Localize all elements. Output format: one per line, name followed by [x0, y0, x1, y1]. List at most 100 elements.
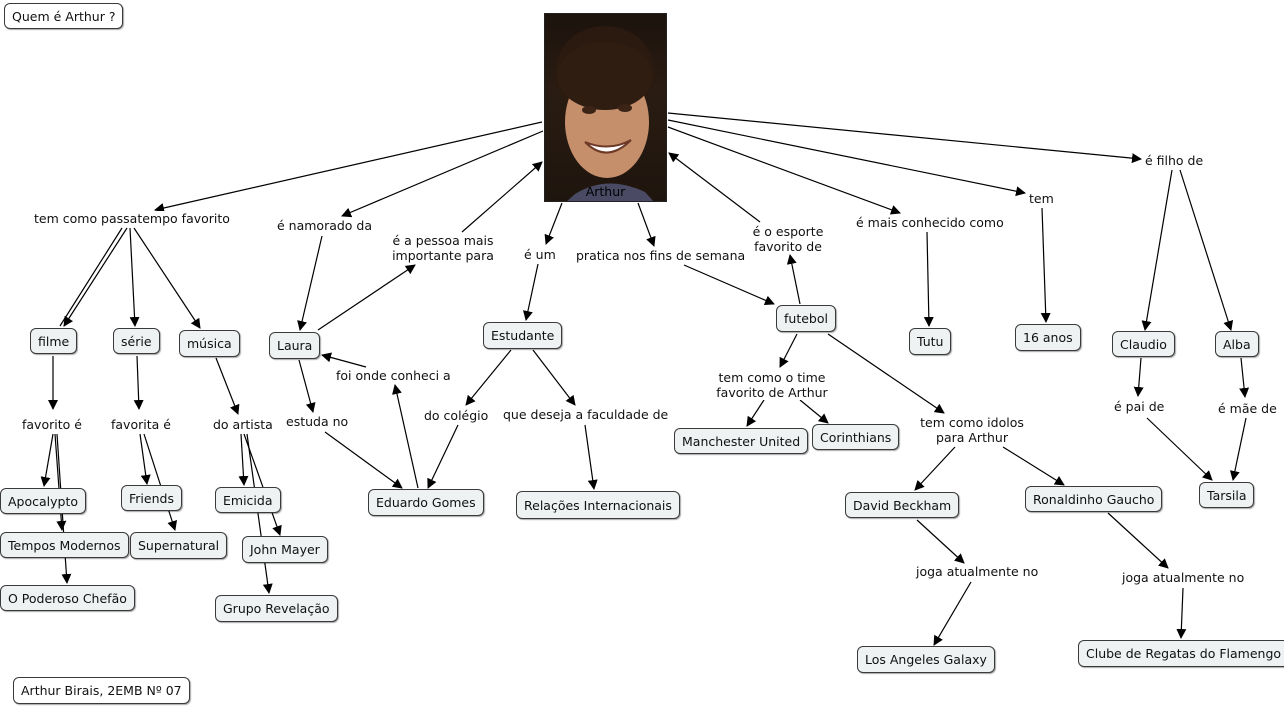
edge	[129, 227, 140, 327]
edge	[779, 333, 798, 368]
edge	[40, 433, 54, 487]
edge	[238, 433, 249, 486]
edge	[324, 431, 403, 489]
edge	[667, 119, 1026, 197]
edge	[139, 433, 151, 485]
edge	[298, 359, 316, 413]
edge	[1229, 417, 1247, 481]
map-title: Quem é Arthur ?	[4, 3, 124, 29]
node-john-mayer[interactable]: John Mayer	[242, 536, 328, 563]
node-filme[interactable]: filme	[30, 328, 78, 354]
edge	[1179, 169, 1234, 331]
edge	[154, 121, 543, 213]
edge	[933, 581, 972, 646]
link-label-favorita-serie: favorita é	[109, 417, 173, 432]
edge	[341, 130, 544, 218]
edge	[1146, 417, 1213, 481]
edge	[522, 263, 539, 321]
link-label-passatempo: tem como passatempo favorito	[32, 211, 232, 226]
edge	[321, 352, 367, 368]
link-label-idolos: tem como idolos para Arthur	[918, 415, 1026, 445]
edge	[246, 433, 273, 594]
edge	[143, 433, 177, 531]
arthur-photo: Arthur	[544, 13, 667, 202]
node-tarsila[interactable]: Tarsila	[1199, 482, 1255, 508]
edge	[916, 519, 965, 564]
author-credit: Arthur Birais, 2EMB Nº 07	[13, 677, 190, 704]
edge	[923, 231, 934, 327]
node-david-beckham[interactable]: David Beckham	[845, 492, 960, 518]
node-flamengo[interactable]: Clube de Regatas do Flamengo	[1078, 640, 1284, 667]
edge	[827, 333, 945, 414]
node-ronaldinho-gaucho[interactable]: Ronaldinho Gaucho	[1025, 486, 1163, 512]
edge	[133, 355, 144, 410]
node-eduardo-gomes[interactable]: Eduardo Gomes	[368, 489, 484, 516]
edge	[133, 227, 201, 329]
node-futebol[interactable]: futebol	[776, 305, 836, 332]
link-label-filho: é filho de	[1143, 153, 1206, 168]
edge	[786, 254, 801, 305]
edge	[461, 161, 543, 233]
edge	[465, 349, 512, 406]
link-label-mae: é mãe de	[1216, 401, 1279, 416]
edge	[1107, 512, 1169, 569]
link-label-esporte: é o esporte favorito de	[746, 224, 830, 254]
node-supernatural[interactable]: Supernatural	[130, 532, 228, 559]
edge	[683, 264, 775, 306]
node-serie[interactable]: série	[113, 328, 160, 354]
node-emicida[interactable]: Emicida	[215, 487, 281, 513]
node-claudio[interactable]: Claudio	[1112, 331, 1175, 357]
link-label-conheci: foi onde conheci a	[334, 368, 453, 383]
edge	[637, 202, 656, 247]
edge	[584, 424, 598, 490]
node-friends[interactable]: Friends	[121, 485, 182, 511]
node-alba[interactable]: Alba	[1215, 331, 1259, 357]
edge	[1176, 587, 1187, 639]
edge	[1239, 357, 1250, 398]
edge	[1141, 169, 1173, 331]
edge	[392, 384, 419, 489]
edge	[243, 433, 282, 536]
edge	[667, 112, 1142, 164]
edge	[1040, 207, 1051, 323]
edge	[668, 152, 761, 223]
node-musica[interactable]: música	[179, 330, 240, 357]
link-label-time: tem como o time favorito de Arthur	[712, 370, 832, 400]
link-label-conhecido: é mais conhecido como	[854, 215, 1006, 230]
edge	[1002, 446, 1065, 486]
link-label-joga-galaxy: joga atualmente no	[914, 564, 1041, 579]
node-apocalypto[interactable]: Apocalypto	[0, 488, 87, 514]
node-manchester-united[interactable]: Manchester United	[674, 428, 809, 454]
edge	[532, 349, 576, 406]
node-estudante[interactable]: Estudante	[483, 322, 563, 349]
link-label-faculdade: que deseja a faculdade de	[501, 407, 671, 422]
edge	[215, 357, 240, 415]
node-16-anos[interactable]: 16 anos	[1015, 324, 1081, 351]
edge	[544, 202, 563, 245]
edge	[1133, 357, 1144, 397]
node-los-angeles-galaxy[interactable]: Los Angeles Galaxy	[857, 646, 995, 673]
node-corinthians[interactable]: Corinthians	[812, 424, 900, 450]
node-grupo-revelacao[interactable]: Grupo Revelação	[215, 595, 338, 622]
node-relacoes-internacionais[interactable]: Relações Internacionais	[516, 491, 680, 519]
link-label-joga-flamengo: joga atualmente no	[1120, 570, 1247, 585]
edge	[667, 126, 901, 215]
edge	[746, 399, 765, 427]
edge	[297, 235, 323, 331]
node-laura[interactable]: Laura	[269, 332, 321, 359]
edge	[59, 227, 123, 327]
link-label-colegio: do colégio	[422, 408, 491, 423]
node-tutu[interactable]: Tutu	[909, 328, 952, 355]
edge	[799, 399, 829, 424]
link-label-pessoa: é a pessoa mais importante para	[389, 233, 497, 263]
link-label-pai: é pai de	[1112, 399, 1167, 414]
link-label-tem: tem	[1027, 191, 1056, 206]
portrait-photo-icon	[555, 26, 655, 201]
link-label-namorado: é namorado da	[275, 218, 375, 233]
link-label-estuda: estuda no	[284, 414, 351, 429]
link-label-pratica: pratica nos fins de semana	[574, 248, 748, 263]
edge	[63, 227, 128, 327]
node-poderoso-chefao[interactable]: O Poderoso Chefão	[0, 585, 135, 611]
node-tempos-modernos[interactable]: Tempos Modernos	[0, 532, 129, 558]
edge	[54, 433, 67, 531]
